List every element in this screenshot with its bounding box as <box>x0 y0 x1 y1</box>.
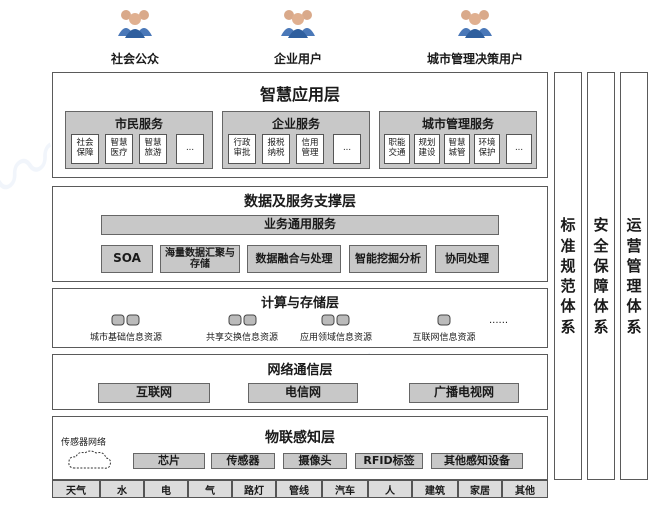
thing-item: 其他 <box>502 480 548 498</box>
service-group-title: 企业服务 <box>271 117 320 131</box>
device-item: 芯片 <box>133 453 205 469</box>
layer-title: 物联感知层 <box>265 430 335 446</box>
side-column-label: 安全保障体系 <box>593 216 609 336</box>
service-item-more: ... <box>176 134 204 164</box>
support-item: 智能挖掘分析 <box>349 245 427 273</box>
user-label: 企业用户 <box>273 52 322 66</box>
service-item-more: ... <box>333 134 361 164</box>
common-service-bar: 业务通用服务 <box>101 215 499 235</box>
support-item: SOA <box>101 245 153 273</box>
thing-item: 天气 <box>52 480 100 498</box>
service-item-more: ... <box>506 134 532 164</box>
service-group: 企业服务 行政审批 报税纳税 信用管理 ... <box>222 111 370 169</box>
user-label: 社会公众 <box>110 52 159 66</box>
support-item: 数据融合与处理 <box>247 245 341 273</box>
service-group: 市民服务 社会保障 智慧医疗 智慧旅游 ... <box>65 111 213 169</box>
people-group-icon <box>118 10 152 38</box>
service-group-title: 城市管理服务 <box>421 117 494 131</box>
thing-item: 家居 <box>458 480 502 498</box>
device-item: 摄像头 <box>283 453 347 469</box>
thing-item: 气 <box>188 480 232 498</box>
service-item: 行政审批 <box>228 134 256 164</box>
device-item: RFID标签 <box>355 453 423 469</box>
thing-item: 管线 <box>276 480 322 498</box>
data-service-layer: 数据及服务支撑层 业务通用服务 SOA 海量数据汇聚与存储 数据融合与处理 智能… <box>52 186 548 282</box>
resource-label: 共享交换信息资源 <box>205 333 278 343</box>
service-item: 报税纳税 <box>262 134 290 164</box>
database-icon <box>111 314 140 326</box>
service-group-title: 市民服务 <box>114 117 163 131</box>
service-item: 智慧医疗 <box>105 134 133 164</box>
service-item: 智慧城管 <box>444 134 470 164</box>
resource-label: 城市基础信息资源 <box>89 333 162 343</box>
layer-title: 数据及服务支撑层 <box>244 194 356 210</box>
device-item: 传感器 <box>211 453 275 469</box>
support-item: 海量数据汇聚与存储 <box>160 245 240 273</box>
database-icon <box>437 314 451 326</box>
network-item: 互联网 <box>98 383 210 403</box>
device-item: 其他感知设备 <box>431 453 523 469</box>
database-icon <box>321 314 350 326</box>
service-item: 职能交通 <box>384 134 410 164</box>
people-group-icon <box>281 10 315 38</box>
thing-item: 建筑 <box>412 480 458 498</box>
service-item: 规划建设 <box>414 134 440 164</box>
thing-item: 电 <box>144 480 188 498</box>
resource-label: 互联网信息资源 <box>412 333 476 343</box>
side-column-label: 运营管理体系 <box>626 216 642 336</box>
people-group-icon <box>458 10 492 38</box>
service-item: 社会保障 <box>71 134 99 164</box>
more-resources: ...... <box>489 315 509 326</box>
service-item: 信用管理 <box>296 134 324 164</box>
iot-sensing-layer: 物联感知层 传感器网络 芯片 传感器 摄像头 RFID标签 其他感知设备 <box>52 416 548 480</box>
layer-title: 智慧应用层 <box>259 85 340 104</box>
thing-item: 路灯 <box>232 480 276 498</box>
thing-item: 水 <box>100 480 144 498</box>
thing-item: 汽车 <box>322 480 368 498</box>
service-item: 环境保护 <box>474 134 500 164</box>
sensor-network-label: 传感器网络 <box>61 438 107 448</box>
user-label: 城市管理决策用户 <box>426 52 523 66</box>
support-item: 协同处理 <box>435 245 499 273</box>
app-layer: 智慧应用层 市民服务 社会保障 智慧医疗 智慧旅游 ... 企业服务 行政审批 … <box>52 72 548 178</box>
user-group-public: 社会公众 <box>95 6 175 66</box>
compute-storage-layer: 计算与存储层 城市基础信息资源 共享交换信息资源 应用领域信息资源 互联网信息资… <box>52 288 548 348</box>
layer-title: 计算与存储层 <box>260 296 339 311</box>
service-group: 城市管理服务 职能交通 规划建设 智慧城管 环境保护 ... <box>379 111 537 169</box>
network-item: 广播电视网 <box>409 383 519 403</box>
user-group-city-management: 城市管理决策用户 <box>410 6 540 66</box>
resource-label: 应用领域信息资源 <box>299 333 372 343</box>
sensor-network-cloud-icon <box>68 450 111 469</box>
layer-title: 网络通信层 <box>267 363 333 378</box>
database-icon <box>228 314 257 326</box>
thing-item: 人 <box>368 480 412 498</box>
side-column-security: 安全保障体系 <box>587 72 615 480</box>
side-column-standards: 标准规范体系 <box>554 72 582 480</box>
service-item: 智慧旅游 <box>139 134 167 164</box>
side-column-operations: 运营管理体系 <box>620 72 648 480</box>
network-item: 电信网 <box>248 383 358 403</box>
side-column-label: 标准规范体系 <box>560 216 576 336</box>
network-layer: 网络通信层 互联网 电信网 广播电视网 <box>52 354 548 410</box>
user-group-enterprise: 企业用户 <box>258 6 338 66</box>
